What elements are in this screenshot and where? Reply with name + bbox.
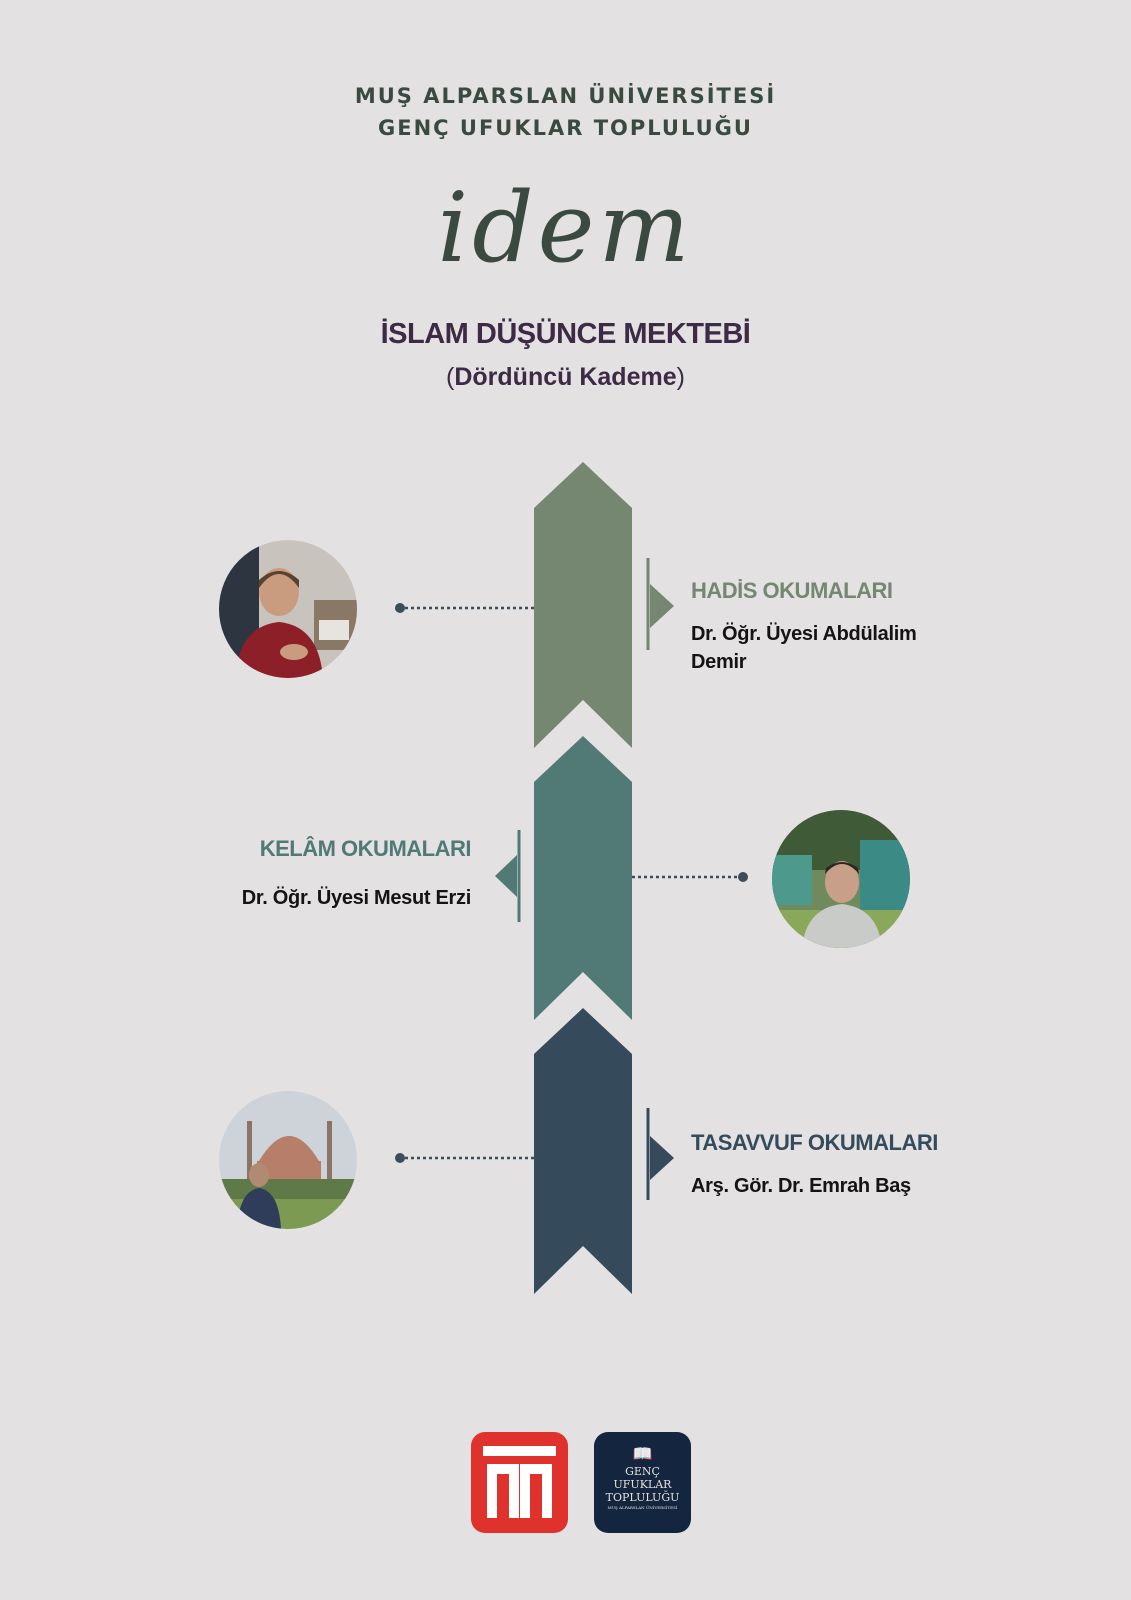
stage1-category: HADİS OKUMALARI — [691, 578, 893, 603]
subtitle-paren-open: ( — [446, 363, 455, 391]
stage2-chevron — [534, 736, 632, 1020]
mau-logo-icon — [483, 1446, 556, 1518]
portrait-photo-icon — [219, 540, 357, 678]
portrait-photo-icon — [772, 810, 910, 948]
stage1-instructor-name: Dr. Öğr. Üyesi Abdülalim Demir — [691, 620, 917, 676]
stage3-marker-arrow — [650, 1136, 674, 1180]
subtitle-text: Dördüncü Kademe — [454, 363, 677, 391]
book-icon: 📖 — [632, 1444, 653, 1463]
stage3-category: TASAVVUF OKUMALARI — [691, 1130, 938, 1155]
portrait-photo-icon — [219, 1091, 357, 1229]
community-logo-line3: TOPLULUĞU — [605, 1491, 680, 1504]
university-name: MUŞ ALPARSLAN ÜNİVERSİTESİ — [354, 84, 777, 108]
community-logo-line2: UFUKLAR — [613, 1478, 672, 1491]
stage1-instructor-photo — [219, 540, 357, 678]
university-logo — [471, 1432, 568, 1533]
stage2-instructor-name: Dr. Öğr. Üyesi Mesut Erzi — [241, 887, 472, 909]
stage1-instructor-line1: Dr. Öğr. Üyesi Abdülalim — [691, 623, 917, 645]
stage3-instructor-name: Arş. Gör. Dr. Emrah Baş — [691, 1175, 911, 1197]
community-logo-line1: GENÇ — [625, 1465, 660, 1478]
stage2-category: KELÂM OKUMALARI — [259, 836, 472, 861]
stage1-instructor-line2: Demir — [691, 651, 747, 673]
stage2-marker-arrow — [495, 855, 517, 897]
page-subtitle: (Dördüncü Kademe) — [0, 363, 1131, 392]
subtitle-paren-close: ) — [676, 363, 685, 391]
stage3-chevron — [534, 1008, 632, 1294]
stage3-connector-dot — [395, 1153, 405, 1163]
page-title: İSLAM DÜŞÜNCE MEKTEBİ — [380, 318, 751, 350]
community-logo-small: MUŞ ALPARSLAN ÜNİVERSİTESİ — [607, 1505, 678, 1510]
stage1-chevron — [534, 462, 632, 748]
stage2-connector-dot — [738, 872, 748, 882]
stage1-connector-dot — [395, 603, 405, 613]
community-logo: 📖 GENÇ UFUKLAR TOPLULUĞU MUŞ ALPARSLAN Ü… — [594, 1432, 691, 1533]
stage2-instructor-photo — [772, 810, 910, 948]
brand-wordmark: idem — [437, 172, 694, 284]
stage3-instructor-photo — [219, 1091, 357, 1229]
community-name: GENÇ UFUKLAR TOPLULUĞU — [378, 116, 753, 140]
stage1-marker-arrow — [650, 584, 674, 628]
